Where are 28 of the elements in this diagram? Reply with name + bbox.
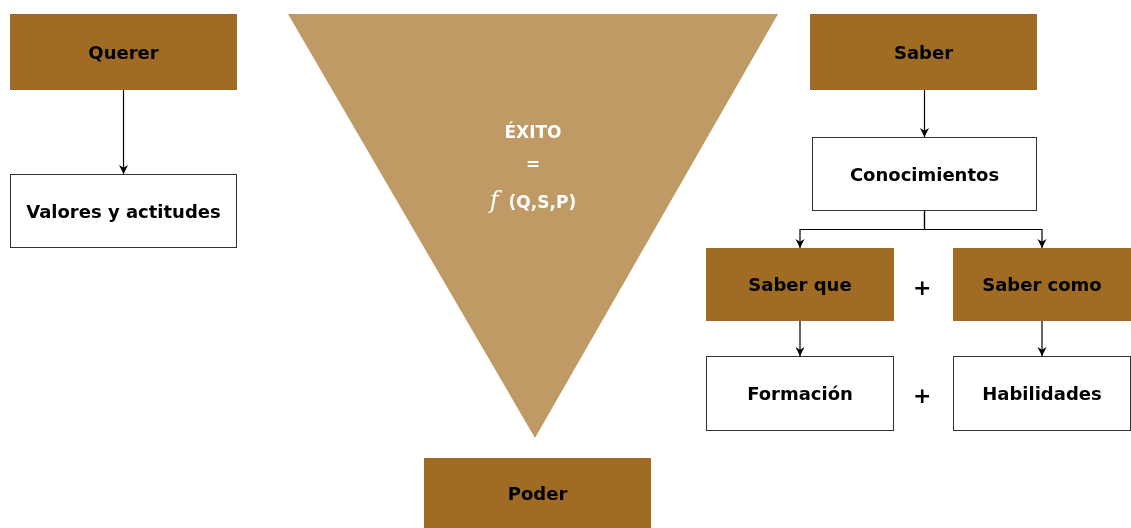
formula-text: ÉXITO <box>503 122 563 142</box>
item-box <box>953 356 1131 431</box>
category-box <box>706 248 894 321</box>
arrow <box>795 320 805 357</box>
box-label: Saber que <box>748 274 852 295</box>
item-box <box>812 137 1037 211</box>
category-box <box>810 14 1037 90</box>
category-box <box>424 458 651 528</box>
box-label: Saber <box>893 41 954 63</box>
box-label: Habilidades <box>982 383 1102 404</box>
plus-sign: + <box>913 383 932 408</box>
box-label: Valores y actitudes <box>26 200 221 222</box>
arrow <box>923 210 1047 249</box>
category-box <box>953 248 1131 321</box>
item-box <box>706 356 894 431</box>
box-label: Formación <box>747 383 853 404</box>
box-label: Poder <box>507 482 568 504</box>
formula-text: f (Q,S,P) <box>487 186 578 214</box>
box-label: Saber como <box>982 274 1102 295</box>
arrow <box>119 89 128 175</box>
box-label: Querer <box>88 41 159 63</box>
formula-text: = <box>524 154 542 174</box>
arrow <box>1037 320 1047 357</box>
category-box <box>10 14 237 90</box>
arrow <box>920 89 929 138</box>
box-label: Conocimientos <box>849 163 1000 185</box>
plus-sign: + <box>913 275 932 300</box>
item-box <box>10 174 237 248</box>
